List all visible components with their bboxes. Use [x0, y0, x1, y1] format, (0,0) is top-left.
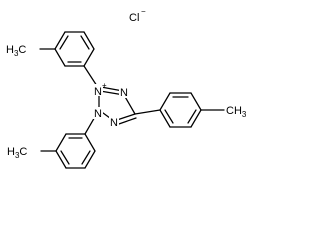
ring-bond: [54, 31, 66, 50]
methyl-top-left: H3C: [6, 44, 26, 58]
tolyl-right: [134, 92, 225, 128]
ring-bond: [55, 133, 67, 152]
ring-double-bond: [81, 150, 91, 165]
atom-n3: N: [110, 117, 118, 129]
ring-bond: [190, 109, 202, 128]
chloride-charge: −: [141, 7, 146, 16]
ring-double-bond: [60, 150, 70, 165]
atom-n1-charge: +: [102, 81, 107, 90]
ring-bond: [159, 109, 171, 128]
ring-double-bond: [59, 35, 69, 50]
ring-double-bond: [80, 35, 90, 50]
bond-c5-n4: [123, 94, 136, 115]
ring-bond: [55, 150, 67, 169]
ring-double-bond: [164, 109, 174, 124]
chloride-symbol: Cl: [129, 12, 139, 24]
ring-bond: [84, 150, 96, 169]
ring-bond: [83, 48, 95, 67]
tolyl-top-left: [39, 31, 98, 87]
chloride-counter-ion: Cl −: [129, 7, 146, 24]
methyl-labels: H3C H3C CH3: [6, 44, 247, 160]
ring-bond: [159, 92, 171, 111]
ring-bond: [190, 92, 202, 111]
ring-bond: [54, 48, 66, 67]
bond-n3-c5-double: [115, 117, 137, 126]
atom-n2: N: [94, 108, 102, 120]
atom-labels: N + N N N: [93, 81, 129, 129]
bond-c5-ring: [134, 109, 161, 115]
ring-bond: [83, 31, 95, 50]
methyl-bottom-left: H3C: [7, 146, 27, 160]
atom-n4: N: [120, 87, 128, 99]
ring-double-bond: [187, 109, 197, 124]
atom-n1: N: [94, 86, 102, 98]
tetrazolium-structure: N + N N N H3C H3C CH3 Cl −: [6, 7, 247, 169]
tolyl-bottom-left: [40, 114, 97, 169]
ring-bond: [84, 133, 96, 152]
bond-n1-ring: [83, 65, 98, 87]
methyl-right: CH3: [226, 105, 247, 119]
